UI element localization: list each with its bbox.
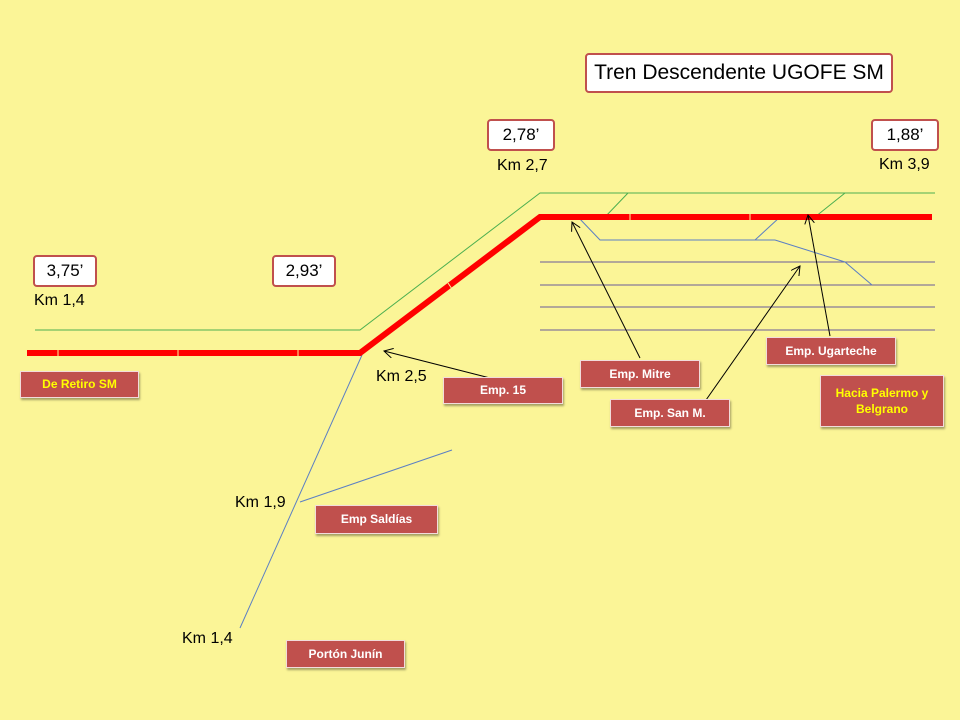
arrow-emp-15: [384, 351, 491, 379]
green-crossover-1: [604, 192, 629, 218]
km-label-left: Km 1,4: [34, 292, 85, 309]
time-box-2: 2,93’: [272, 255, 336, 287]
diagram-title: Tren Descendente UGOFE SM: [585, 53, 893, 93]
label-emp-san-m: Emp. San M.: [610, 399, 730, 427]
arrow-emp-san-m: [705, 266, 800, 401]
blue-branch-link: [754, 216, 781, 241]
blue-san-martin-track: [774, 239, 873, 286]
time-box-4: 1,88’: [871, 119, 939, 151]
label-de-retiro: De Retiro SM: [20, 371, 139, 398]
label-emp-mitre: Emp. Mitre: [580, 360, 700, 388]
km-label-2-5: Km 2,5: [376, 368, 427, 385]
route-joints: [57, 214, 751, 356]
time-box-3: 2,78’: [487, 119, 555, 151]
arrow-emp-ugarteche: [808, 215, 831, 337]
green-track: [35, 192, 935, 331]
km-label-3-9: Km 3,9: [879, 156, 930, 173]
green-crossover-2: [814, 192, 846, 218]
blue-branch-track: [577, 216, 775, 241]
label-porton-junin: Portón Junín: [286, 640, 405, 668]
label-emp-ugarteche: Emp. Ugarteche: [766, 337, 896, 365]
route-line: [27, 214, 932, 356]
label-emp-15: Emp. 15: [443, 377, 563, 404]
km-label-2-7: Km 2,7: [497, 157, 548, 174]
km-label-1-9: Km 1,9: [235, 494, 286, 511]
time-box-1: 3,75’: [33, 255, 97, 287]
junin-branch-track: [239, 354, 363, 629]
label-hacia-palermo: Hacia Palermo y Belgrano: [820, 375, 944, 427]
label-emp-saldias: Emp Saldías: [315, 505, 438, 534]
arrow-emp-mitre: [572, 222, 641, 359]
km-label-bottom: Km 1,4: [182, 630, 233, 647]
saldias-branch-track: [299, 449, 453, 503]
